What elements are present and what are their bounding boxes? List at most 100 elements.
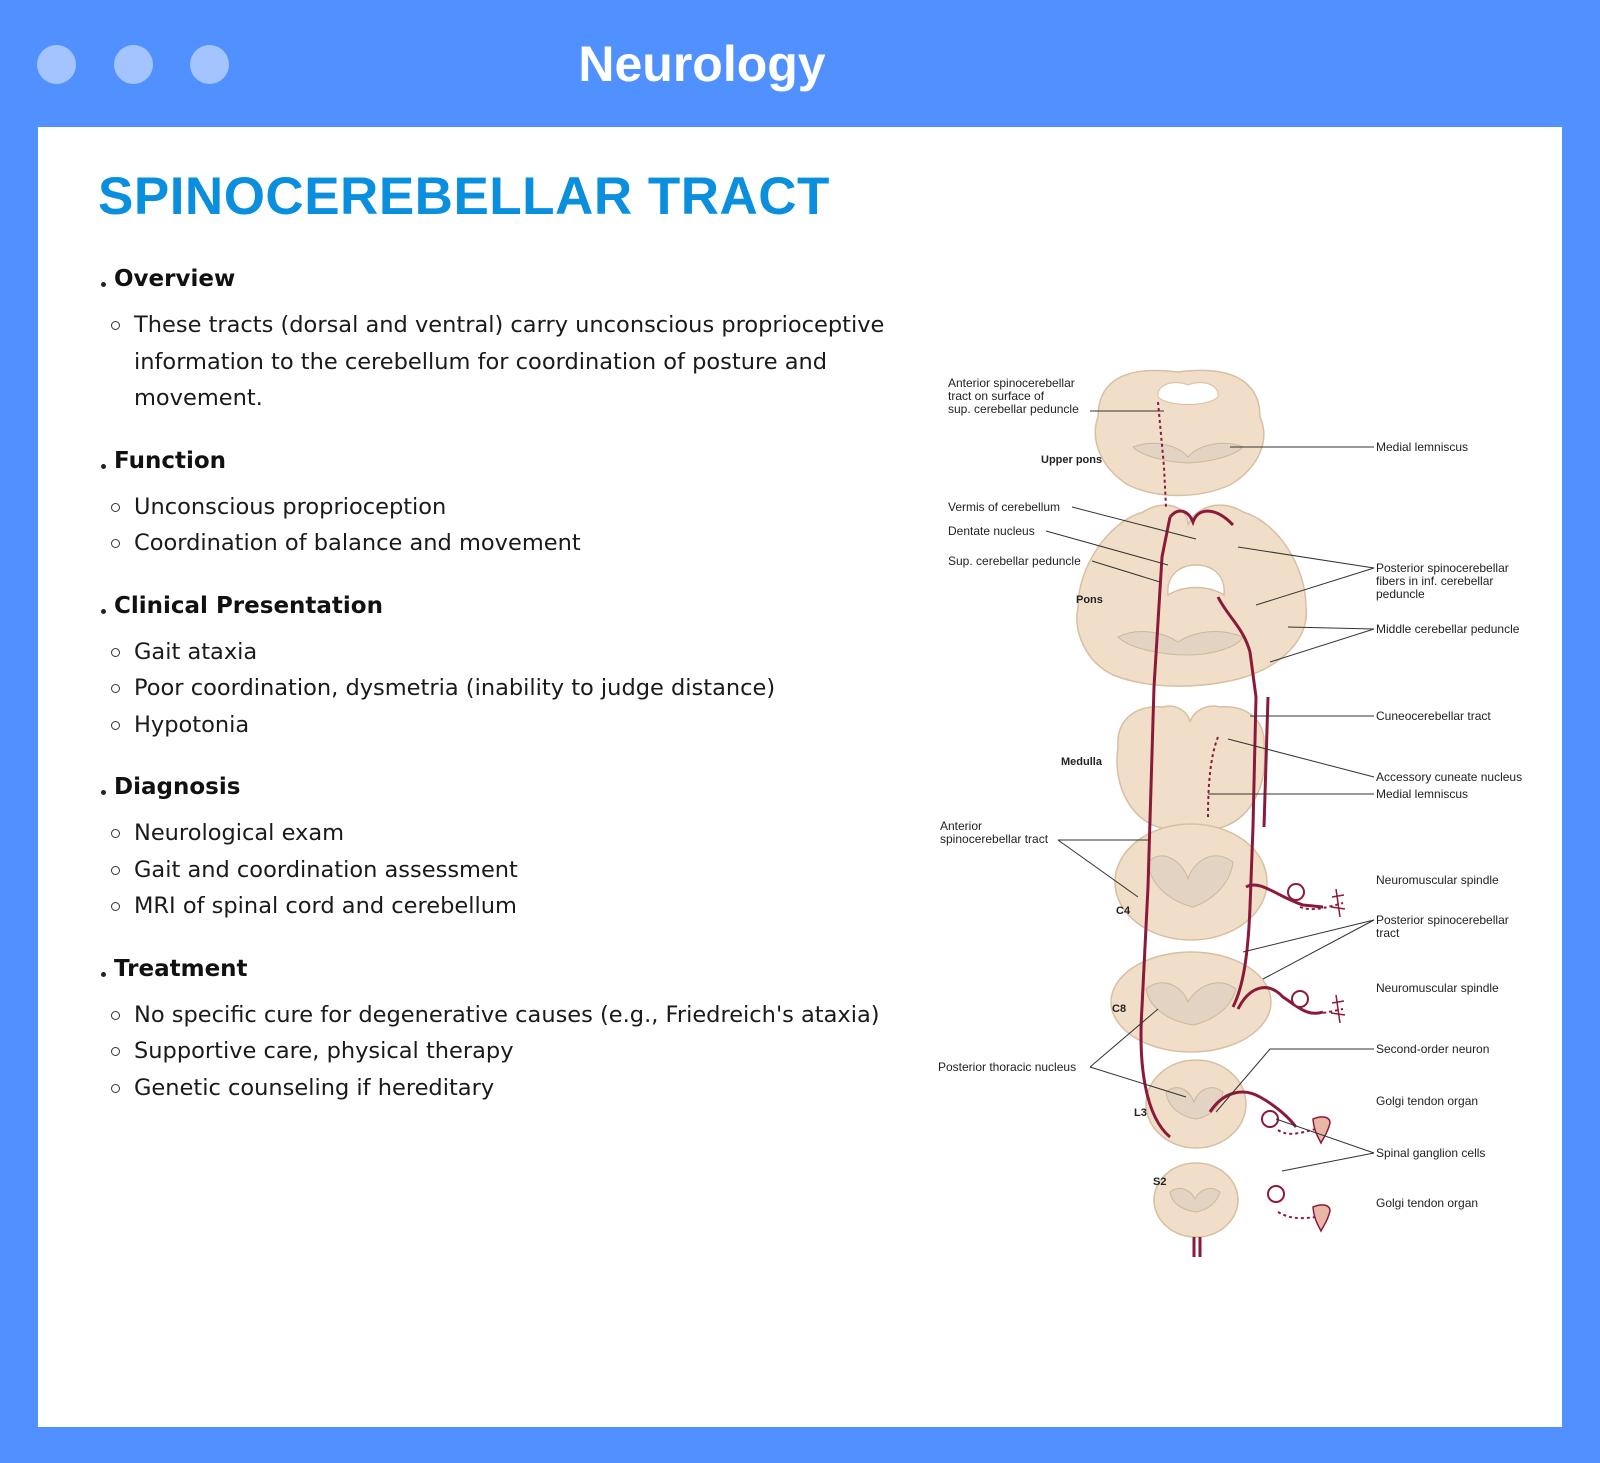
golgi-organ-2 [1312,1204,1331,1233]
c4-grey-matter [1147,855,1234,908]
golgi-organ-1 [1312,1116,1331,1145]
content-panel: SPINOCEREBELLAR TRACT Overview These tra… [38,127,1562,1427]
label-vermis: Vermis of cerebellum [948,500,1060,514]
section-heading: Function [98,445,918,477]
level-c8: C8 [1112,1003,1126,1015]
medulla-section [1116,705,1266,833]
page-title: SPINOCEREBELLAR TRACT [98,167,830,226]
golgi-dots-2 [1277,1211,1317,1220]
label-ant-sup-3: sup. cerebellar peduncle [948,402,1079,416]
section-items: No specific cure for degenerative causes… [98,997,918,1107]
leader-post-thoracic [1089,1008,1187,1098]
list-item: Neurological exam [98,815,918,852]
leader-post-tract [1242,919,1375,980]
list-item: Coordination of balance and movement [98,525,918,562]
section-diagnosis: Diagnosis Neurological exam Gait and coo… [98,771,918,925]
leader-lines [1045,410,1375,1172]
tract-dotted-lines [1157,401,1344,1220]
label-spindle-1: Neuromuscular spindle [1376,873,1499,887]
anterior-tract-crossing [1168,509,1235,527]
diagram-text: Anterior spinocerebellar tract on surfac… [938,376,1522,1210]
ganglion-cell-4 [1267,1185,1285,1203]
leader-ganglion [1275,1118,1375,1172]
leader-accessory [1227,738,1375,778]
label-golgi-2: Golgi tendon organ [1376,1196,1478,1210]
posterior-tract-ascending [1216,596,1258,1008]
label-sup-ped: Sup. cerebellar peduncle [948,554,1081,568]
section-items: These tracts (dorsal and ventral) carry … [98,307,918,417]
leader-vermis [1071,506,1197,540]
label-second-order: Second-order neuron [1376,1042,1489,1056]
golgi-dots-1 [1277,1128,1317,1135]
window-title: Neurology [578,36,826,92]
ganglion-cell-1 [1287,883,1305,901]
section-items: Neurological exam Gait and coordination … [98,815,918,925]
spinocerebellar-tract-diagram: Anterior spinocerebellar tract on surfac… [938,369,1522,1257]
label-medial-lemniscus-med: Medial lemniscus [1376,787,1468,801]
list-item: Hypotonia [98,707,918,744]
label-golgi-1: Golgi tendon organ [1376,1094,1478,1108]
label-middle-ped: Middle cerebellar peduncle [1376,622,1520,636]
window-control-maximize[interactable] [190,45,229,84]
pons-fourth-ventricle [1167,564,1225,597]
section-treatment: Treatment No specific cure for degenerat… [98,953,918,1107]
section-heading: Clinical Presentation [98,590,918,622]
leader-post-fibers [1237,546,1375,606]
window-control-minimize[interactable] [114,45,153,84]
c8-collateral [1236,986,1324,1015]
label-post-thoracic: Posterior thoracic nucleus [938,1060,1076,1074]
label-ganglion: Spinal ganglion cells [1376,1146,1485,1160]
leader-sup-ped [1091,560,1161,583]
label-accessory: Accessory cuneate nucleus [1376,770,1522,784]
s2-grey-matter [1169,1188,1221,1213]
c4-afferent [1245,883,1324,909]
leader-middle-ped [1269,626,1375,663]
spindle-organ-2 [1330,994,1346,1024]
leader-dentate [1045,530,1169,566]
ganglion-cells [1261,883,1309,1203]
section-function: Function Unconscious proprioception Coor… [98,445,918,562]
list-item: Gait and coordination assessment [98,852,918,889]
l3-collateral [1208,1090,1298,1128]
level-l3: L3 [1134,1107,1147,1119]
tract-pathways [1139,509,1324,1257]
upper-pons-section [1094,369,1265,497]
label-ant-tract-1: Anterior [940,819,982,833]
section-overview: Overview These tracts (dorsal and ventra… [98,263,918,417]
label-post-tract-1: Posterior spinocerebellar [1376,913,1509,927]
level-upper-pons: Upper pons [1041,454,1102,466]
label-post-fibers-1: Posterior spinocerebellar [1376,561,1509,575]
anterior-tract-ascending [1139,516,1172,1139]
section-heading: Diagnosis [98,771,918,803]
ganglion-cell-3 [1261,1110,1279,1128]
label-spindle-2: Neuromuscular spindle [1376,981,1499,995]
level-medulla: Medulla [1061,756,1103,768]
label-ant-tract-2: spinocerebellar tract [940,832,1049,846]
c8-grey-matter [1145,982,1237,1026]
label-medial-lemniscus-top: Medial lemniscus [1376,440,1468,454]
label-post-fibers-2: fibers in inf. cerebellar [1376,574,1493,588]
label-post-tract-2: tract [1376,926,1400,940]
label-cuneo: Cuneocerebellar tract [1376,709,1491,723]
level-c4: C4 [1116,905,1131,917]
list-item: These tracts (dorsal and ventral) carry … [98,307,918,417]
label-ant-sup-2: tract on surface of [948,389,1045,403]
section-items: Gait ataxia Poor coordination, dysmetria… [98,634,918,744]
window-control-close[interactable] [37,45,76,84]
label-post-fibers-3: peduncle [1376,587,1425,601]
leader-ant-tract [1057,839,1148,898]
anterior-tract-surface-dots [1157,401,1167,508]
section-heading: Treatment [98,953,918,985]
section-clinical-presentation: Clinical Presentation Gait ataxia Poor c… [98,590,918,744]
list-item: Gait ataxia [98,634,918,671]
spindle-organ-1 [1330,888,1346,918]
cuneocerebellar-dots [1207,736,1219,818]
sacral-descending [1192,1237,1202,1257]
leader-second-order [1215,1048,1374,1113]
section-items: Unconscious proprioception Coordination … [98,489,918,562]
section-heading: Overview [98,263,918,295]
list-item: MRI of spinal cord and cerebellum [98,888,918,925]
upper-pons-ventricle [1157,382,1219,405]
posterior-tract-branch [1262,696,1270,828]
end-organs [1312,888,1346,1233]
